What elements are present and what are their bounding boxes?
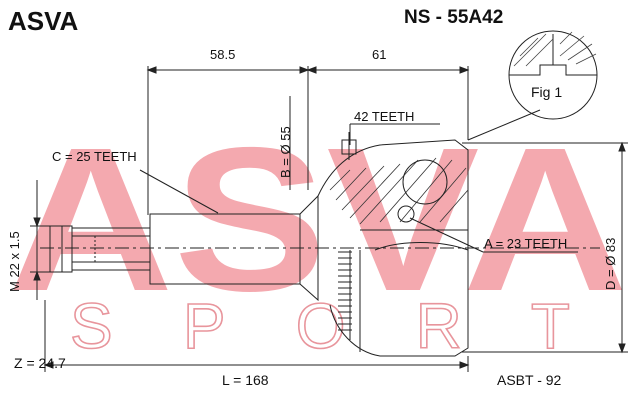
outer-bell bbox=[317, 139, 469, 357]
thread-label: M 22 x 1.5 bbox=[7, 231, 22, 292]
inner-teeth-label: A = 23 TEETH bbox=[484, 236, 568, 251]
brand-logo: ASVA bbox=[8, 6, 79, 36]
leader-a-teeth bbox=[409, 217, 484, 253]
leader-fig bbox=[467, 109, 541, 141]
total-length-label: L = 168 bbox=[222, 372, 269, 388]
part-number: NS - 55A42 bbox=[404, 7, 504, 28]
dim-58-5: 58.5 bbox=[210, 47, 236, 62]
leader-c-teeth bbox=[139, 169, 219, 214]
outer-teeth-label: 42 TEETH bbox=[354, 109, 415, 124]
ball-lower bbox=[397, 205, 415, 223]
boot-label: ASBT - 92 bbox=[497, 372, 562, 388]
z-label: Z = 24.7 bbox=[14, 355, 66, 371]
fig1-label: Fig 1 bbox=[531, 84, 563, 100]
ball-upper bbox=[402, 159, 448, 205]
diameter-d-label: D = Ø 83 bbox=[603, 237, 618, 290]
diameter-b-label: B = Ø 55 bbox=[278, 126, 293, 178]
abs-ring bbox=[338, 251, 352, 331]
shaft-teeth-label: C = 25 TEETH bbox=[52, 149, 137, 164]
dim-61: 61 bbox=[372, 47, 387, 62]
